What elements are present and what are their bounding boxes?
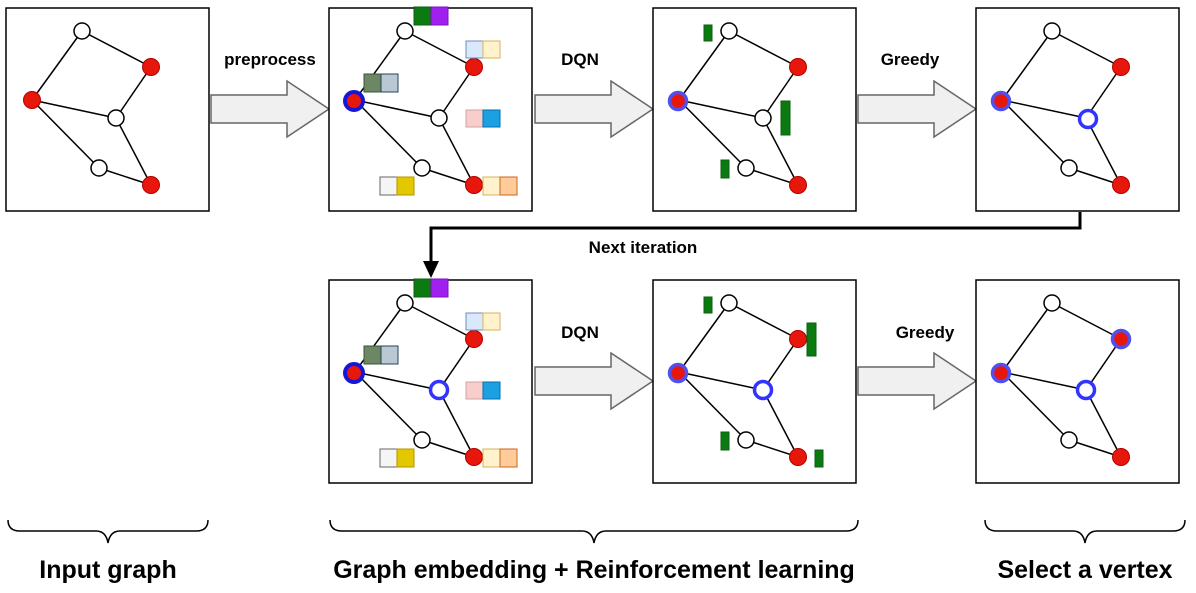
embedding-vectors	[363, 278, 518, 468]
label-next-iteration: Next iteration	[589, 238, 698, 257]
node-red	[789, 176, 807, 194]
node-red-selected	[667, 90, 689, 112]
label-greedy-1: Greedy	[881, 50, 940, 69]
node-white	[737, 159, 755, 177]
label-dqn-1: DQN	[561, 50, 599, 69]
label-preprocess: preprocess	[224, 50, 316, 69]
node-red	[789, 330, 807, 348]
node-red	[142, 58, 160, 76]
caption-input-graph: Input graph	[39, 556, 176, 584]
node-white	[737, 431, 755, 449]
node-red	[142, 176, 160, 194]
next-iteration-arrow	[429, 212, 1082, 262]
embedding-vectors	[363, 6, 518, 196]
node-red-selected	[343, 90, 365, 112]
node-red-selected	[990, 90, 1012, 112]
node-white	[413, 159, 431, 177]
arrow-dqn-1	[534, 79, 655, 139]
brace-rl	[329, 519, 859, 544]
arrow-preprocess	[210, 79, 331, 139]
node-white	[107, 109, 125, 127]
panel-select-2	[975, 279, 1180, 484]
label-greedy-2: Greedy	[896, 323, 955, 342]
node-red	[465, 58, 483, 76]
node-white	[720, 22, 738, 40]
panel-select-1	[975, 7, 1180, 212]
node-white	[1060, 159, 1078, 177]
node-red	[465, 448, 483, 466]
node-red	[1112, 58, 1130, 76]
panel-input-graph	[5, 7, 210, 212]
node-chosen	[1077, 108, 1099, 130]
label-dqn-2: DQN	[561, 323, 599, 342]
node-white	[1043, 22, 1061, 40]
node-red	[465, 330, 483, 348]
arrow-dqn-2	[534, 351, 655, 411]
node-red	[465, 176, 483, 194]
node-chosen	[1075, 379, 1097, 401]
node-white	[396, 294, 414, 312]
panel-embedding-1	[328, 6, 533, 212]
node-white	[1043, 294, 1061, 312]
node-red	[789, 448, 807, 466]
node-white	[720, 294, 738, 312]
node-red	[1112, 448, 1130, 466]
node-red	[1112, 176, 1130, 194]
node-white	[396, 22, 414, 40]
node-white	[754, 109, 772, 127]
q-value-bars	[703, 296, 824, 468]
node-white	[1060, 431, 1078, 449]
node-red-selected	[990, 362, 1012, 384]
node-chosen	[752, 379, 774, 401]
arrow-greedy-1	[857, 79, 978, 139]
brace-select	[984, 519, 1186, 544]
panel-embedding-2	[328, 278, 533, 484]
caption-select-vertex: Select a vertex	[997, 556, 1172, 584]
node-red-selected	[1110, 328, 1132, 350]
panel-dqn-2	[652, 279, 857, 484]
node-white	[430, 109, 448, 127]
node-red-selected	[343, 362, 365, 384]
node-white	[413, 431, 431, 449]
arrow-greedy-2	[857, 351, 978, 411]
node-red	[23, 91, 41, 109]
caption-rl: Graph embedding + Reinforcement learning	[333, 556, 855, 584]
q-value-bars	[703, 24, 791, 179]
node-red-selected	[667, 362, 689, 384]
node-chosen	[428, 379, 450, 401]
node-white	[90, 159, 108, 177]
brace-input	[7, 519, 209, 544]
panel-dqn-1	[652, 7, 857, 212]
node-red	[789, 58, 807, 76]
node-white	[73, 22, 91, 40]
